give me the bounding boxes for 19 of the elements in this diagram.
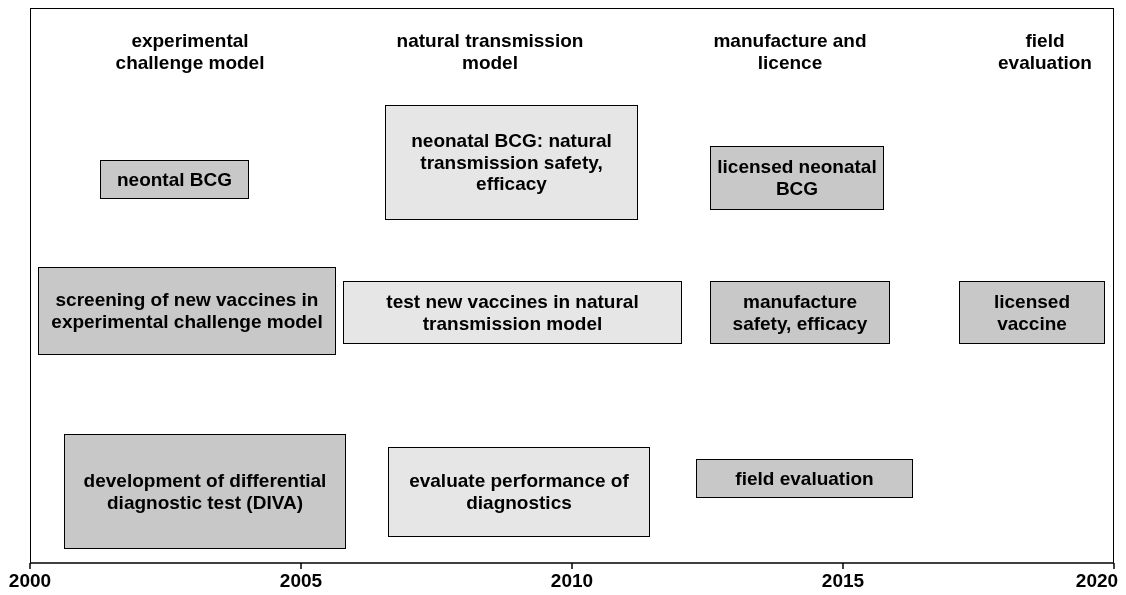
tick-label: 2000	[7, 570, 53, 592]
column-heading: experimental challenge model	[114, 30, 266, 74]
column-heading: manufacture and licence	[712, 30, 868, 74]
timeline-box: development of differential diagnostic test (DIVA)	[64, 434, 346, 549]
timeline-box: manufacture safety, efficacy	[710, 281, 890, 344]
timeline-box: licensed vaccine	[959, 281, 1105, 344]
column-heading: natural transmission model	[395, 30, 585, 74]
tick-label: 2005	[278, 570, 324, 592]
tick-label: 2015	[820, 570, 866, 592]
timeline-box: screening of new vaccines in experimental challenge model	[38, 267, 336, 355]
timeline-box: neontal BCG	[100, 160, 249, 199]
tick-label: 2020	[1074, 570, 1120, 592]
timeline-box: evaluate performance of diagnostics	[388, 447, 650, 537]
timeline-box: test new vaccines in natural transmission model	[343, 281, 682, 344]
timeline-box: licensed neonatal BCG	[710, 146, 884, 210]
column-heading: field evaluation	[997, 30, 1093, 74]
timeline-box: neonatal BCG: natural transmission safety, efficacy	[385, 105, 638, 220]
tick-label: 2010	[549, 570, 595, 592]
timeline-box: field evaluation	[696, 459, 913, 498]
